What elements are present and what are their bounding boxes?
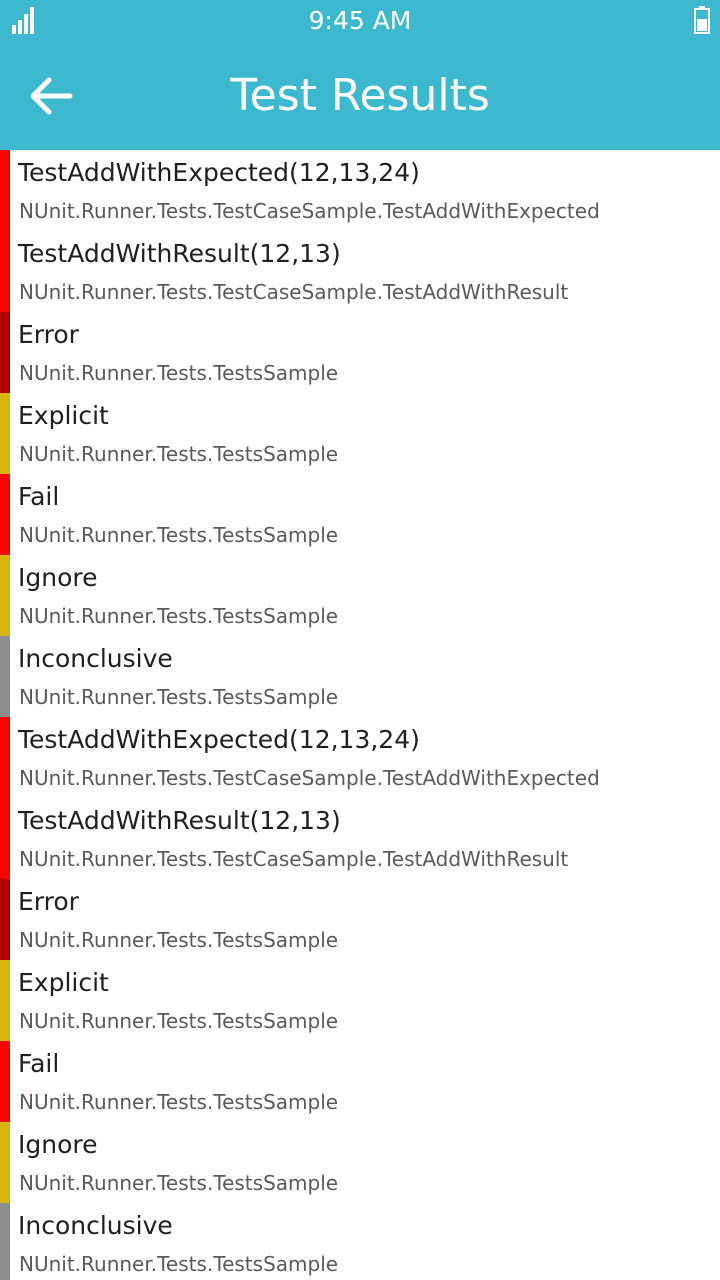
test-name: Error bbox=[18, 887, 79, 916]
signal-bars-icon bbox=[12, 7, 34, 34]
status-time: 9:45 AM bbox=[308, 6, 412, 35]
back-button[interactable] bbox=[18, 68, 82, 124]
status-indicator bbox=[0, 879, 10, 960]
page-title: Test Results bbox=[230, 70, 490, 121]
status-indicator bbox=[0, 636, 10, 717]
test-result-item[interactable]: TestAddWithResult(12,13) NUnit.Runner.Tes… bbox=[0, 798, 720, 879]
status-indicator bbox=[0, 798, 10, 879]
status-indicator bbox=[0, 312, 10, 393]
status-indicator bbox=[0, 1041, 10, 1122]
status-indicator bbox=[0, 474, 10, 555]
test-fullname: NUnit.Runner.Tests.TestsSample bbox=[19, 523, 339, 547]
back-arrow-icon bbox=[30, 77, 73, 115]
test-fullname: NUnit.Runner.Tests.TestCaseSample.TestAd… bbox=[19, 766, 600, 790]
test-name: TestAddWithExpected(12,13,24) bbox=[18, 158, 420, 187]
test-fullname: NUnit.Runner.Tests.TestCaseSample.TestAd… bbox=[19, 199, 600, 223]
test-fullname: NUnit.Runner.Tests.TestsSample bbox=[19, 1252, 339, 1276]
test-results-list: TestAddWithExpected(12,13,24) NUnit.Runne… bbox=[0, 150, 720, 1280]
status-indicator bbox=[0, 717, 10, 798]
test-name: Error bbox=[18, 320, 79, 349]
status-indicator bbox=[0, 150, 10, 231]
battery-icon bbox=[694, 6, 710, 34]
test-name: Explicit bbox=[18, 968, 109, 997]
test-fullname: NUnit.Runner.Tests.TestsSample bbox=[19, 1090, 339, 1114]
status-bar: 9:45 AM bbox=[0, 0, 720, 42]
test-result-item[interactable]: TestAddWithExpected(12,13,24) NUnit.Runne… bbox=[0, 150, 720, 231]
test-fullname: NUnit.Runner.Tests.TestCaseSample.TestAd… bbox=[19, 280, 569, 304]
status-indicator bbox=[0, 231, 10, 312]
test-name: Ignore bbox=[18, 1130, 98, 1159]
status-indicator bbox=[0, 555, 10, 636]
test-name: TestAddWithExpected(12,13,24) bbox=[18, 725, 420, 754]
test-fullname: NUnit.Runner.Tests.TestsSample bbox=[19, 361, 339, 385]
status-indicator bbox=[0, 1203, 10, 1280]
status-indicator bbox=[0, 960, 10, 1041]
test-name: Explicit bbox=[18, 401, 109, 430]
test-fullname: NUnit.Runner.Tests.TestCaseSample.TestAd… bbox=[19, 847, 569, 871]
test-fullname: NUnit.Runner.Tests.TestsSample bbox=[19, 928, 339, 952]
app-bar: Test Results bbox=[0, 42, 720, 150]
test-name: Fail bbox=[18, 482, 60, 511]
status-indicator bbox=[0, 1122, 10, 1203]
test-fullname: NUnit.Runner.Tests.TestsSample bbox=[19, 442, 339, 466]
test-fullname: NUnit.Runner.Tests.TestsSample bbox=[19, 1009, 339, 1033]
status-indicator bbox=[0, 393, 10, 474]
test-name: Inconclusive bbox=[18, 1211, 173, 1240]
test-name: Fail bbox=[18, 1049, 60, 1078]
test-result-item[interactable]: TestAddWithResult(12,13) NUnit.Runner.Tes… bbox=[0, 231, 720, 312]
test-fullname: NUnit.Runner.Tests.TestsSample bbox=[19, 604, 339, 628]
test-result-item[interactable]: TestAddWithExpected(12,13,24) NUnit.Runne… bbox=[0, 717, 720, 798]
test-fullname: NUnit.Runner.Tests.TestsSample bbox=[19, 1171, 339, 1195]
test-fullname: NUnit.Runner.Tests.TestsSample bbox=[19, 685, 339, 709]
test-name: TestAddWithResult(12,13) bbox=[18, 806, 341, 835]
test-name: Ignore bbox=[18, 563, 98, 592]
test-name: TestAddWithResult(12,13) bbox=[18, 239, 341, 268]
test-name: Inconclusive bbox=[18, 644, 173, 673]
